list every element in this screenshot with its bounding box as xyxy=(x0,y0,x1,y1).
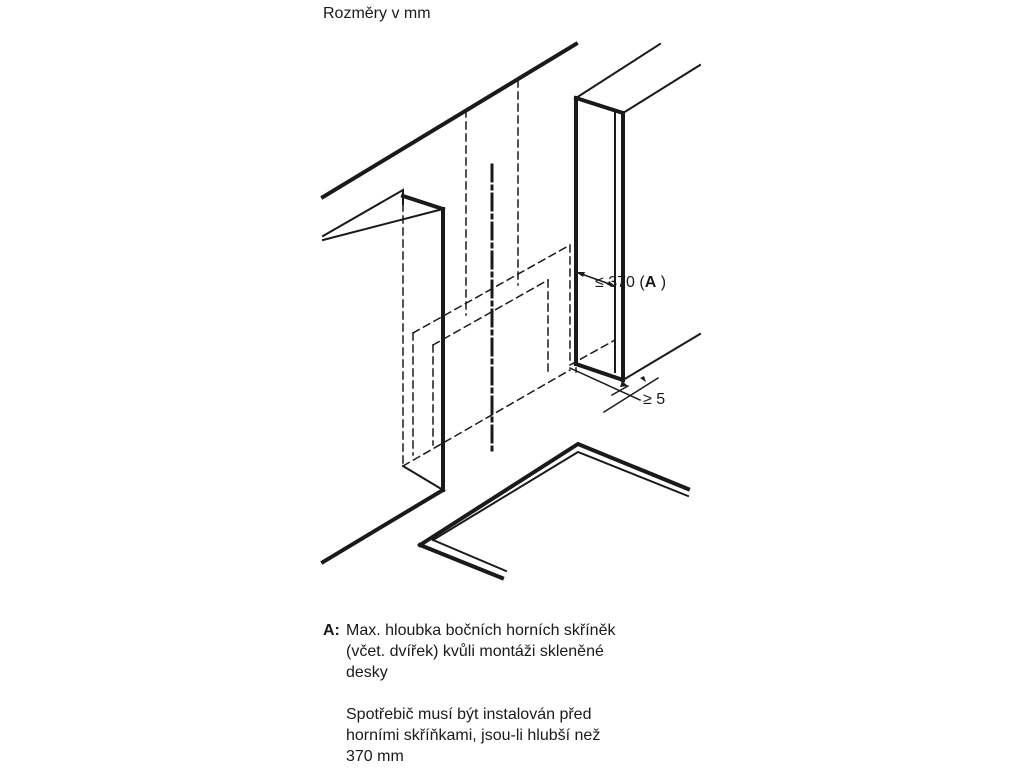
left-wall-cabinet xyxy=(320,188,446,565)
legend-key-a: A: xyxy=(323,622,340,639)
depth-dimension-prefix: ≤ 370 ( xyxy=(595,274,645,291)
depth-dimension-suffix: ) xyxy=(656,274,666,291)
depth-dimension-label: ≤ 370 (A ) xyxy=(595,274,666,291)
dimension-depth-a xyxy=(575,271,616,287)
legend-note-line-2: horními skříňkami, jsou-li hlubší než xyxy=(346,727,601,744)
page-title: Rozměry v mm xyxy=(323,5,431,22)
dimension-gap xyxy=(569,367,660,414)
legend-note-line-1: Spotřebič musí být instalován před xyxy=(346,706,592,723)
depth-dimension-key: A xyxy=(645,274,657,291)
legend-line-2: (včet. dvířek) kvůli montáži skleněné xyxy=(346,643,604,660)
gap-dimension-label: ≥ 5 xyxy=(643,391,665,408)
legend: A: Max. hloubka bočních horních skříněk … xyxy=(323,620,783,767)
right-wall-cabinet xyxy=(573,42,702,383)
legend-line-1: Max. hloubka bočních horních skříněk xyxy=(346,622,616,639)
ceiling-edge xyxy=(320,41,579,200)
cooktop-outline xyxy=(417,441,691,581)
legend-note-line-3: 370 mm xyxy=(346,748,404,765)
legend-line-3: desky xyxy=(346,664,388,681)
legend-body: Max. hloubka bočních horních skříněk (vč… xyxy=(346,620,783,767)
